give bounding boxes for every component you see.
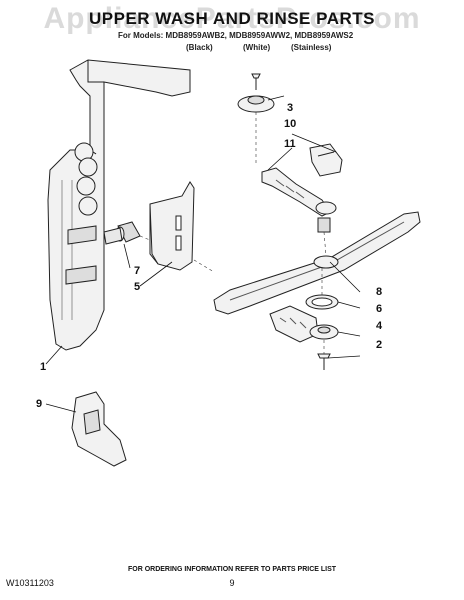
ordering-note: FOR ORDERING INFORMATION REFER TO PARTS … [127, 566, 337, 573]
model-list: For Models: MDB8959AWB2, MDB8959AWW2, MD… [118, 31, 354, 40]
part-supply-tube [47, 59, 191, 351]
callout-11: 11 [284, 138, 296, 150]
part-bearing-ring [305, 294, 339, 310]
document-number: W10311203 [6, 578, 54, 588]
callout-10: 10 [284, 118, 297, 130]
callout-8: 8 [376, 286, 383, 298]
page-title: UPPER WASH AND RINSE PARTS [89, 9, 375, 28]
variant-stainless: (Stainless) [291, 43, 332, 52]
callout-5: 5 [134, 281, 141, 293]
leader-lines [45, 95, 361, 413]
variant-white: (White) [243, 43, 271, 52]
part-nut [309, 324, 339, 340]
callout-6: 6 [376, 303, 383, 315]
callout-7: 7 [134, 265, 141, 277]
part-screw [317, 353, 331, 370]
callout-2: 2 [376, 339, 383, 351]
callout-1: 1 [40, 361, 47, 373]
part-clip [309, 143, 343, 177]
variant-black: (Black) [186, 43, 213, 52]
part-feed-hose [261, 167, 337, 233]
callout-4: 4 [376, 320, 383, 332]
part-tube-support [71, 391, 127, 467]
callout-3: 3 [287, 102, 294, 114]
page-number: 9 [229, 578, 235, 588]
part-lower-manifold [269, 305, 319, 343]
callout-9: 9 [36, 398, 43, 410]
part-connector [103, 221, 141, 245]
assembly-lines [139, 112, 327, 354]
part-spray-arm [213, 211, 421, 315]
part-hub-nut [237, 73, 275, 113]
part-mounting-bracket [149, 181, 195, 271]
